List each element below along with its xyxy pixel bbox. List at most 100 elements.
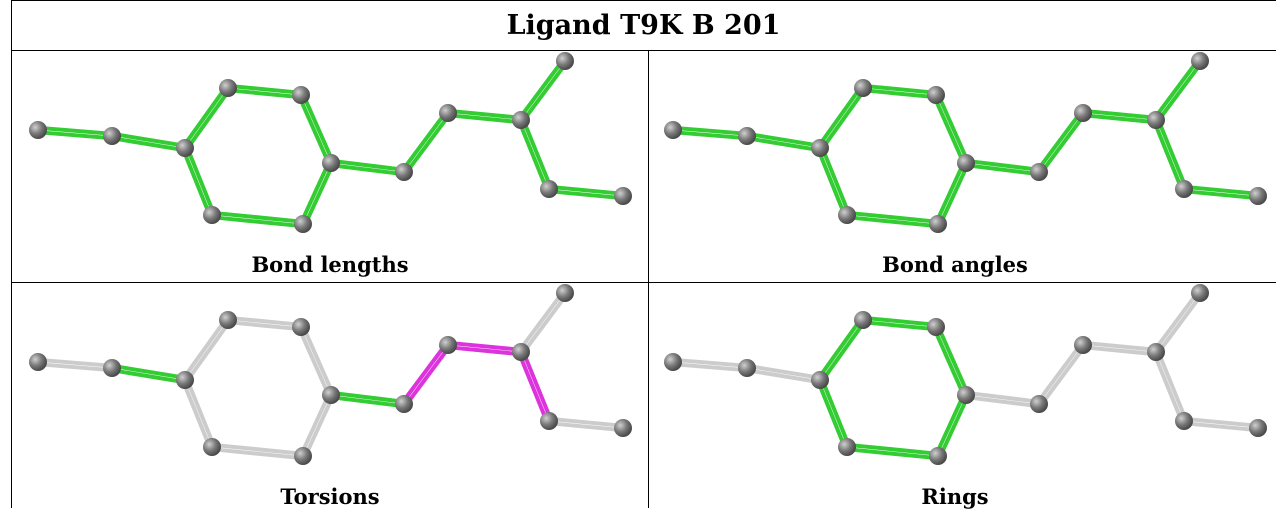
atom	[439, 104, 457, 122]
atom	[292, 318, 310, 336]
atom	[176, 371, 194, 389]
bond	[744, 363, 823, 385]
caption-torsions: Torsions	[280, 484, 380, 509]
atom	[811, 139, 829, 157]
atom	[957, 154, 975, 172]
atom	[1191, 284, 1209, 302]
bond	[180, 145, 217, 218]
grid-top-line	[11, 0, 1276, 1]
bond	[296, 92, 336, 166]
bond	[816, 316, 867, 384]
bond	[1080, 340, 1159, 357]
bond	[225, 315, 304, 332]
grid-middle-line	[648, 50, 649, 508]
atom	[838, 206, 856, 224]
atom	[176, 139, 194, 157]
atom	[614, 187, 632, 205]
atom	[957, 386, 975, 404]
atom	[103, 127, 121, 145]
atom	[738, 127, 756, 145]
atom	[1249, 187, 1267, 205]
bond	[860, 315, 939, 332]
atom	[540, 412, 558, 430]
bond	[517, 289, 569, 356]
bond	[328, 390, 407, 409]
panel-rings	[655, 284, 1275, 480]
bond	[963, 390, 1042, 409]
atom	[103, 359, 121, 377]
molecule-bond-angles	[664, 52, 1267, 233]
atom	[1030, 395, 1048, 413]
atom	[854, 79, 872, 97]
panel-bond-angles	[655, 52, 1275, 248]
bond	[181, 84, 232, 152]
grid-left-line	[11, 0, 12, 508]
atom	[1030, 163, 1048, 181]
atom	[29, 353, 47, 371]
bond	[816, 84, 867, 152]
bond	[744, 131, 823, 153]
bond	[299, 392, 335, 459]
atom	[927, 318, 945, 336]
atom	[322, 154, 340, 172]
grid-row1-line	[11, 50, 1276, 51]
bond	[35, 357, 115, 373]
bond	[299, 160, 335, 227]
atom	[1074, 336, 1092, 354]
atom	[395, 395, 413, 413]
bond	[1035, 109, 1087, 176]
atom	[556, 284, 574, 302]
atom	[29, 121, 47, 139]
atom	[854, 311, 872, 329]
atom	[1175, 412, 1193, 430]
atom	[838, 438, 856, 456]
bond	[815, 145, 852, 218]
atom	[1147, 111, 1165, 129]
atom	[738, 359, 756, 377]
bond	[844, 442, 941, 461]
atom	[664, 121, 682, 139]
atom	[219, 79, 237, 97]
bond	[445, 108, 524, 125]
bond	[109, 363, 188, 385]
bond	[963, 158, 1042, 177]
atom	[556, 52, 574, 70]
caption-bond-lengths: Bond lengths	[251, 252, 409, 277]
atom	[811, 371, 829, 389]
bond	[931, 324, 971, 398]
bond	[670, 125, 750, 141]
bond	[1181, 416, 1261, 433]
figure-title: Ligand T9K B 201	[506, 9, 781, 41]
atom	[1074, 104, 1092, 122]
bond	[1035, 341, 1087, 408]
bond	[109, 131, 188, 153]
bond	[1152, 289, 1204, 356]
atom	[1175, 180, 1193, 198]
bond	[400, 341, 452, 408]
bond	[546, 416, 626, 433]
panel-bond-lengths	[20, 52, 640, 248]
bond	[400, 109, 452, 176]
bond	[1080, 108, 1159, 125]
bond	[934, 160, 970, 227]
molecule-rings	[664, 284, 1267, 465]
atom	[203, 438, 221, 456]
bond	[445, 340, 524, 357]
bond	[931, 92, 971, 166]
bond	[516, 117, 554, 192]
bond	[181, 316, 232, 384]
atom	[439, 336, 457, 354]
bond	[180, 377, 217, 450]
atom	[292, 86, 310, 104]
atom	[294, 215, 312, 233]
bond	[934, 392, 970, 459]
bond	[670, 357, 750, 373]
atom	[614, 419, 632, 437]
atom	[395, 163, 413, 181]
atom	[294, 447, 312, 465]
caption-bond-angles: Bond angles	[882, 252, 1028, 277]
atom	[322, 386, 340, 404]
bond	[35, 125, 115, 141]
bond	[844, 210, 941, 229]
